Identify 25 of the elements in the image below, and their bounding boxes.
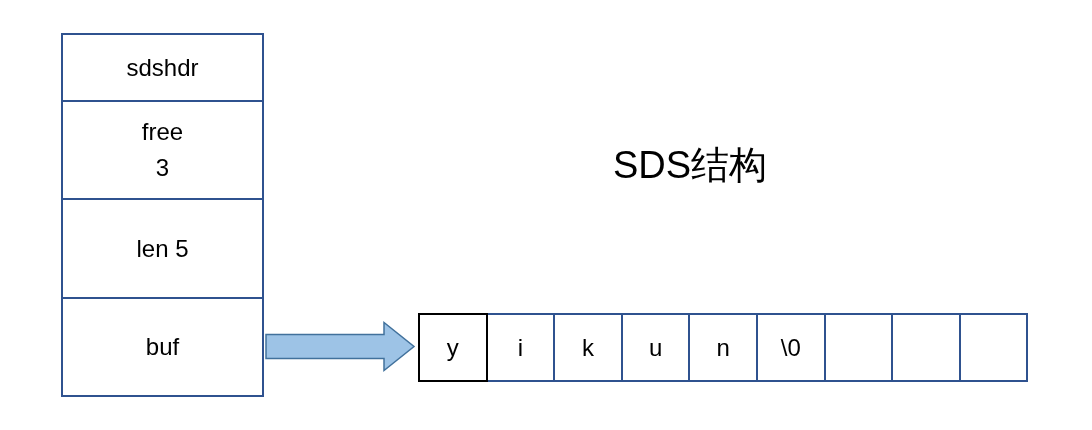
block-arrow xyxy=(265,320,416,373)
struct-field-box xyxy=(61,33,264,102)
field-text: u xyxy=(647,332,664,363)
array-cell xyxy=(958,313,1029,382)
array-cell xyxy=(756,313,826,382)
array-cell xyxy=(823,313,894,382)
array-cell xyxy=(485,313,556,382)
array-cell xyxy=(620,313,691,382)
field-text: buf xyxy=(144,332,181,362)
struct-field-box xyxy=(61,198,264,299)
field-text: k xyxy=(581,332,595,363)
array-cell xyxy=(688,313,758,382)
field-text: len 5 xyxy=(135,233,190,264)
field-text: i xyxy=(516,332,525,363)
field-text: n xyxy=(715,332,731,363)
struct-field-box xyxy=(61,297,264,397)
array-cell xyxy=(553,313,623,382)
diagram-title: SDS结构 xyxy=(611,143,769,188)
array-cell xyxy=(891,313,961,382)
struct-field-box xyxy=(61,100,264,200)
array-cell xyxy=(418,313,488,382)
field-text: sdshdr xyxy=(125,52,200,83)
field-text: y xyxy=(445,332,460,363)
field-text: free 3 xyxy=(140,117,185,183)
field-text: \0 xyxy=(779,332,802,363)
